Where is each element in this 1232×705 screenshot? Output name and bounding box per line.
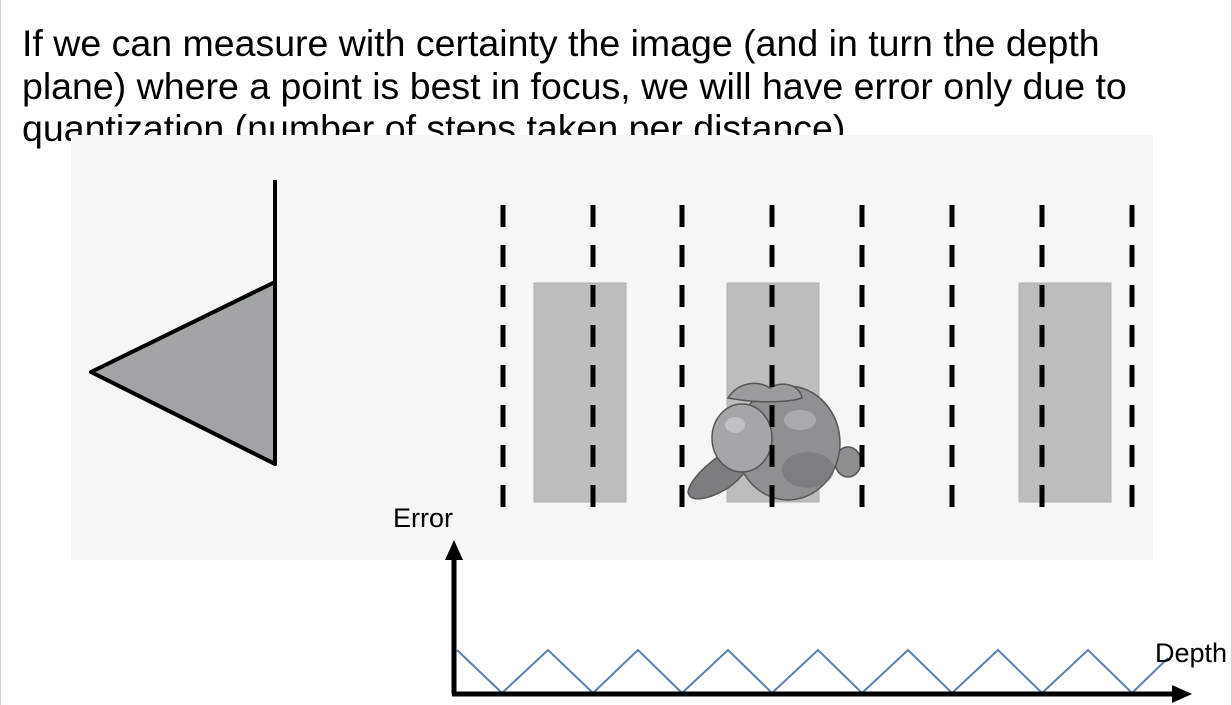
highlight-box	[533, 282, 627, 503]
y-axis-label: Error	[393, 503, 453, 533]
monkey-head-model-icon	[687, 382, 862, 501]
y-axis-arrow-icon	[445, 540, 463, 560]
highlight-box	[1018, 282, 1112, 503]
camera-frustum-icon	[89, 180, 277, 466]
error-zigzag-line	[456, 648, 1169, 695]
error-depth-plot: Error Depth	[393, 503, 1227, 703]
x-axis-arrow-icon	[1172, 685, 1192, 703]
x-axis-label: Depth	[1155, 638, 1227, 668]
slide-caption: If we can measure with certainty the ima…	[22, 22, 1127, 149]
focal-planes	[500, 205, 1135, 518]
